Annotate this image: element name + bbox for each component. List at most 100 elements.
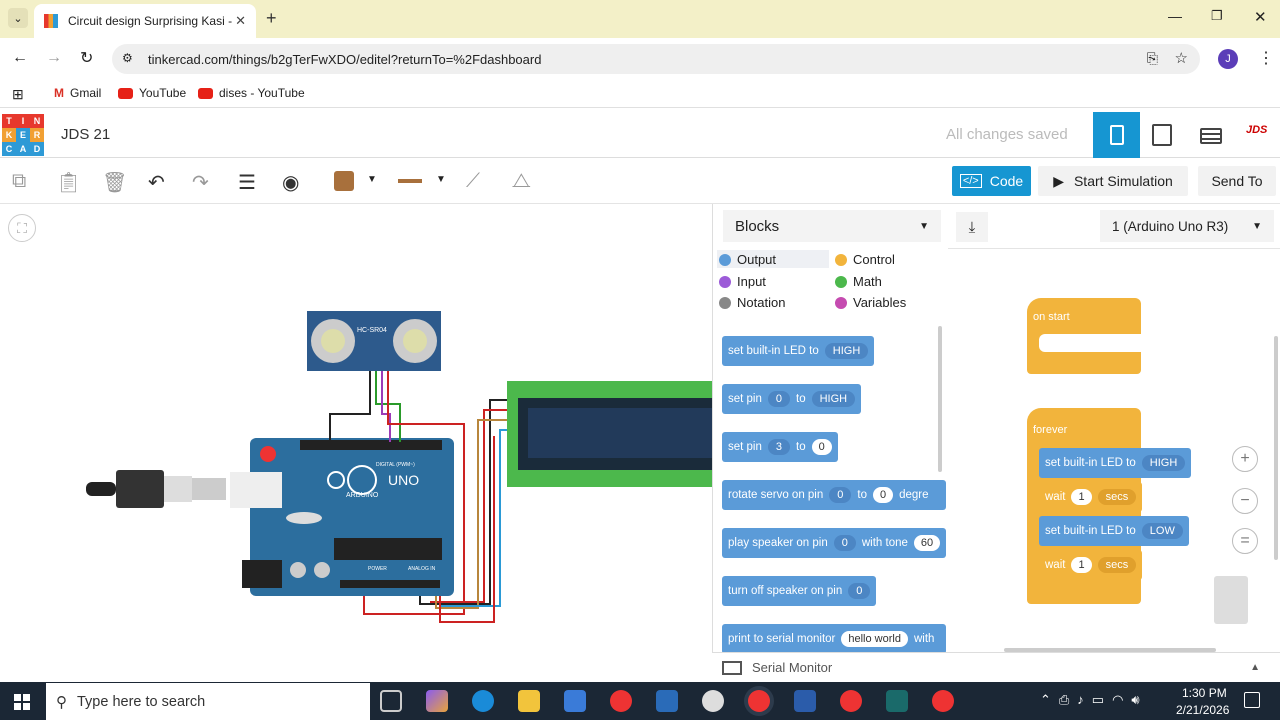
code-scrollbar-vertical[interactable]: [1274, 336, 1278, 560]
device-dropdown[interactable]: 1 (Arduino Uno R3)▼: [1100, 210, 1274, 242]
code-editor[interactable]: ⤓ 1 (Arduino Uno R3)▼ on start forever s…: [948, 204, 1280, 682]
chrome-icon[interactable]: [840, 690, 862, 712]
copy-icon[interactable]: ⧉: [12, 170, 27, 192]
clock-date[interactable]: 2/21/2026: [1176, 703, 1230, 717]
back-icon[interactable]: ←: [12, 49, 28, 66]
usb-cable[interactable]: [86, 470, 226, 508]
message-input[interactable]: hello world: [841, 631, 908, 647]
search-box[interactable]: ⚲ Type here to search: [46, 683, 370, 720]
start-simulation-button[interactable]: ▶Start Simulation: [1038, 166, 1188, 196]
notes-icon[interactable]: ☰: [238, 172, 256, 194]
start-icon[interactable]: [14, 694, 30, 710]
zoom-out-icon[interactable]: −: [1232, 488, 1258, 514]
code-button[interactable]: </>Code: [952, 166, 1031, 196]
pin-dropdown[interactable]: 0: [767, 391, 791, 407]
chevron-down-icon[interactable]: ▼: [436, 174, 446, 185]
time-unit-dropdown[interactable]: secs: [1097, 557, 1137, 573]
project-title[interactable]: JDS 21: [61, 126, 111, 143]
apps-icon[interactable]: ⊞: [12, 86, 24, 102]
mode-dropdown[interactable]: Blocks▼: [723, 210, 941, 242]
system-tray[interactable]: ⌃⎙♪▭◠🔊︎: [1040, 692, 1148, 707]
close-tab-icon[interactable]: ✕: [235, 13, 246, 28]
schematic-view-button[interactable]: [1152, 124, 1172, 146]
download-icon[interactable]: ⤓: [956, 212, 988, 242]
rotate-icon[interactable]: ⟋: [466, 170, 480, 192]
arduino-board[interactable]: UNO ARDUINO DIGITAL (PWM~) POWER ANALOG …: [230, 438, 454, 596]
mail-icon[interactable]: [656, 690, 678, 712]
component-list-button[interactable]: [1200, 128, 1222, 144]
tone-input[interactable]: 60: [913, 535, 941, 551]
wires[interactable]: [329, 371, 507, 623]
copilot-icon[interactable]: [426, 690, 448, 712]
bookmark-dises-youtube[interactable]: dises - YouTube: [198, 86, 305, 100]
category-notation[interactable]: Notation: [719, 295, 785, 310]
terminal-icon[interactable]: [886, 690, 908, 712]
value-input[interactable]: 0: [811, 439, 832, 455]
pin-dropdown[interactable]: 0: [833, 535, 856, 551]
store-icon[interactable]: [564, 690, 586, 712]
category-variables[interactable]: Variables: [835, 295, 906, 310]
edge-icon[interactable]: [472, 690, 494, 712]
led-state-dropdown[interactable]: HIGH: [824, 343, 869, 359]
menu-icon[interactable]: ⋮: [1258, 50, 1274, 67]
zoom-in-icon[interactable]: +: [1232, 446, 1258, 472]
color-picker[interactable]: [334, 171, 354, 191]
tab-list-button[interactable]: ⌄: [8, 8, 28, 28]
site-info-icon[interactable]: ⚙: [122, 51, 133, 65]
lcd-display[interactable]: [507, 381, 712, 487]
wire-type-picker[interactable]: [398, 179, 422, 183]
chevron-up-icon[interactable]: ▲: [1250, 662, 1260, 673]
profile-avatar[interactable]: J: [1218, 49, 1238, 69]
category-input[interactable]: Input: [719, 274, 766, 289]
paste-icon[interactable]: 📋︎: [56, 172, 82, 194]
category-output[interactable]: [717, 250, 829, 268]
close-window-icon[interactable]: ✕: [1254, 9, 1267, 26]
trash-icon[interactable]: [1214, 576, 1248, 624]
delete-icon[interactable]: 🗑︎: [102, 172, 128, 194]
serial-monitor-bar[interactable]: Serial Monitor ▲: [712, 652, 1280, 682]
new-tab-icon[interactable]: +: [266, 8, 277, 28]
pin-state-dropdown[interactable]: HIGH: [811, 391, 856, 407]
circuit-canvas[interactable]: ⛶ UNO ARDUINO DIGITAL (PWM~) POWER: [0, 204, 712, 682]
notification-icon[interactable]: [1244, 692, 1260, 708]
category-control[interactable]: Control: [835, 252, 895, 267]
clock-time[interactable]: 1:30 PM: [1182, 686, 1227, 700]
undo-icon[interactable]: ↶: [148, 172, 165, 194]
pin-dropdown[interactable]: 3: [767, 439, 791, 455]
send-to-button[interactable]: Send To: [1198, 166, 1276, 196]
reload-icon[interactable]: ↻: [80, 50, 94, 67]
word-icon[interactable]: [794, 690, 816, 712]
wait-value-input[interactable]: 1: [1071, 557, 1092, 573]
address-bar[interactable]: ⚙ tinkercad.com/things/b2gTerFwXDO/edite…: [112, 44, 1200, 74]
reset-zoom-icon[interactable]: =: [1232, 528, 1258, 554]
ultrasonic-sensor[interactable]: HC-SR04: [307, 311, 441, 371]
file-explorer-icon[interactable]: [518, 690, 540, 712]
time-unit-dropdown[interactable]: secs: [1097, 489, 1137, 505]
blocks-scrollbar[interactable]: [938, 326, 942, 472]
on-start-block[interactable]: on start: [1027, 298, 1141, 374]
led-state-dropdown[interactable]: HIGH: [1141, 455, 1186, 471]
chrome-icon[interactable]: [610, 690, 632, 712]
browser-tab[interactable]: Circuit design Surprising Kasi - ✕: [34, 4, 256, 38]
chrome-icon[interactable]: [932, 690, 954, 712]
forward-icon[interactable]: →: [46, 49, 62, 66]
code-scrollbar-horizontal[interactable]: [1004, 648, 1216, 652]
app-icon[interactable]: [702, 690, 724, 712]
chevron-down-icon[interactable]: ▼: [367, 174, 377, 185]
wait-value-input[interactable]: 1: [1071, 489, 1092, 505]
fit-view-icon[interactable]: ⛶: [8, 214, 36, 242]
led-state-dropdown[interactable]: LOW: [1141, 523, 1183, 539]
flip-icon[interactable]: ⧍: [512, 170, 531, 192]
